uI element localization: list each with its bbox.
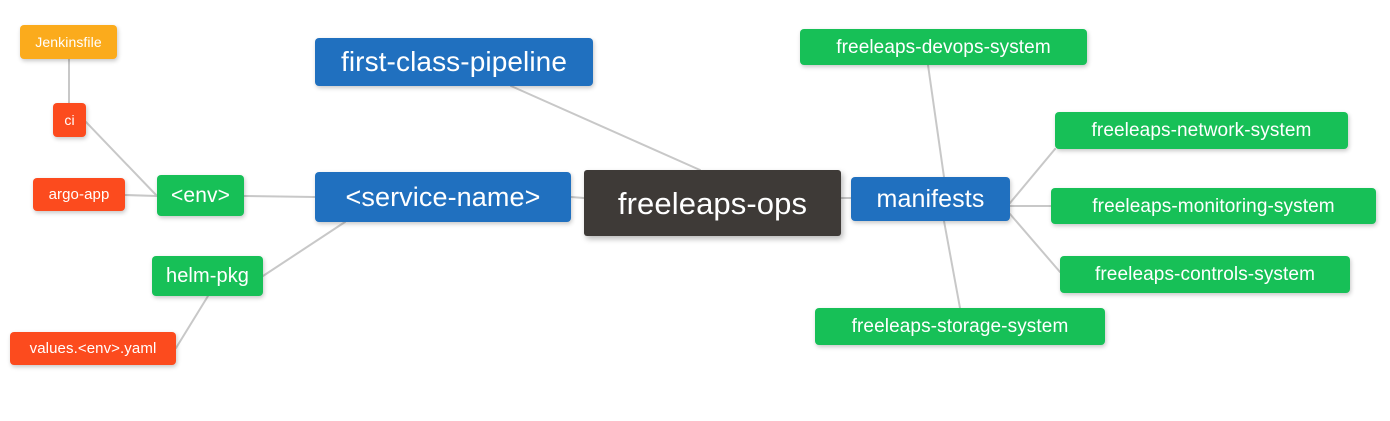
mindmap-node-freeleaps-ops[interactable]: freeleaps-ops: [584, 170, 841, 236]
mindmap-node-freeleaps-controls-system[interactable]: freeleaps-controls-system: [1060, 256, 1350, 293]
mindmap-node-ci[interactable]: ci: [53, 103, 86, 137]
edge-manifests-to-freeleaps-network-system: [1009, 148, 1056, 204]
mindmap-node-jenkinsfile[interactable]: Jenkinsfile: [20, 25, 117, 59]
mindmap-node-freeleaps-monitoring-system[interactable]: freeleaps-monitoring-system: [1051, 188, 1376, 224]
edge-manifests-to-freeleaps-devops-system: [927, 64, 945, 178]
mindmap-node-service-name[interactable]: <service-name>: [315, 172, 571, 222]
mindmap-node-env[interactable]: <env>: [157, 175, 244, 216]
edge-helm-pkg-to-service-name: [262, 221, 346, 277]
mindmap-node-freeleaps-network-system[interactable]: freeleaps-network-system: [1055, 112, 1348, 149]
mindmap-node-first-class-pipeline[interactable]: first-class-pipeline: [315, 38, 593, 86]
mindmap-node-values-yaml[interactable]: values.<env>.yaml: [10, 332, 176, 365]
mindmap-node-helm-pkg[interactable]: helm-pkg: [152, 256, 263, 296]
edge-manifests-to-freeleaps-storage-system: [943, 220, 961, 309]
mindmap-node-argo-app[interactable]: argo-app: [33, 178, 125, 211]
mindmap-node-freeleaps-devops-system[interactable]: freeleaps-devops-system: [800, 29, 1087, 65]
edge-values-yaml-to-helm-pkg: [175, 295, 209, 349]
edge-argo-app-to-env: [124, 194, 158, 197]
edge-service-name-to-freeleaps-ops: [570, 196, 585, 199]
edge-env-to-service-name: [243, 195, 316, 198]
mindmap-node-freeleaps-storage-system[interactable]: freeleaps-storage-system: [815, 308, 1105, 345]
edge-first-class-pipeline-to-freeleaps-ops: [510, 85, 701, 171]
mindmap-node-manifests[interactable]: manifests: [851, 177, 1010, 221]
